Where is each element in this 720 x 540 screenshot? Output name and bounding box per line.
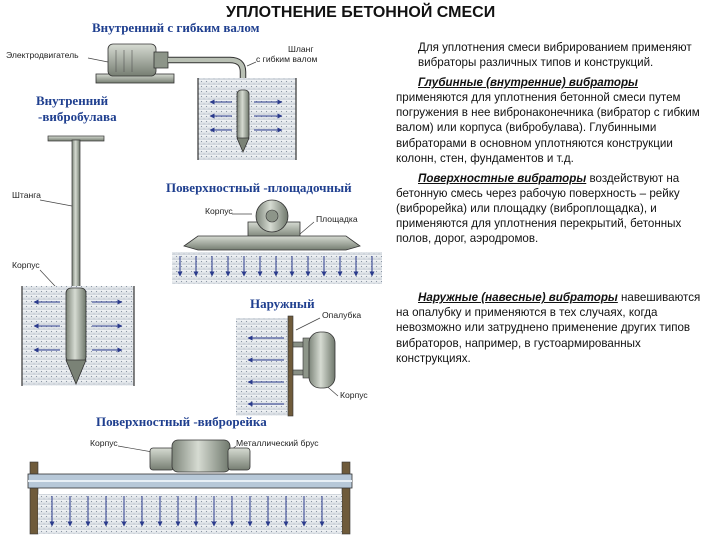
platform-body-label: Корпус [205, 206, 233, 216]
deep-vibrators-body: применяются для уплотнения бетонной смес… [396, 91, 700, 165]
external-vibrators-body: навешиваются на опалубку и применяются в… [396, 291, 701, 365]
metal-bar-label: Металлический брус [236, 438, 319, 448]
flexible-shaft-title: Внутренний с гибким валом [92, 20, 260, 35]
page-title: УПЛОТНЕНИЕ БЕТОННОЙ СМЕСИ [226, 4, 496, 21]
concrete-block-rail [38, 494, 342, 534]
surface-vibrators-paragraph: Поверхностные вибраторы воздействуют на … [396, 171, 712, 246]
formwork-board [287, 315, 294, 417]
rail-title: Поверхностный -виброрейка [96, 414, 267, 429]
concrete-block-external [236, 318, 288, 416]
surface-vibrators-heading: Поверхностные вибраторы [418, 171, 587, 185]
hose-label-2: с гибким валом [256, 54, 318, 64]
arrows-platform [177, 256, 375, 277]
external-body-label: Корпус [340, 390, 368, 400]
arrows-external [247, 335, 284, 407]
vibromace-title-2: -вибробулава [38, 109, 117, 124]
platform-plate-label: Площадка [316, 214, 358, 224]
vibromace-handle [47, 135, 105, 291]
electric-motor [95, 43, 175, 84]
external-vibrator [292, 331, 336, 389]
rod-label: Штанга [12, 190, 41, 200]
vibration-tip [236, 89, 250, 154]
vibrator-diagram: Внутренний с гибким валом Электродвигате… [6, 20, 382, 535]
description-text: Для уплотнения смеси вибрированием приме… [396, 40, 712, 366]
platform-vibrator [183, 199, 361, 251]
vibromace-title-1: Внутренний [36, 93, 109, 108]
concrete-block-platform [172, 252, 382, 284]
rail-body-label: Корпус [90, 438, 118, 448]
rail-left-support [29, 461, 39, 535]
hose-label-1: Шланг [288, 44, 314, 54]
external-title: Наружный [250, 296, 315, 311]
platform-title: Поверхностный -площадочный [166, 180, 352, 195]
deep-vibrators-paragraph: Глубинные (внутренние) вибраторы применя… [396, 75, 712, 166]
vibro-rail [27, 439, 353, 489]
arrows-rail [49, 496, 325, 527]
arrows-mace [33, 299, 123, 353]
vibromace-body [65, 287, 87, 386]
motor-label: Электродвигатель [6, 50, 79, 60]
formwork-label: Опалубка [322, 310, 361, 320]
rail-right-support [341, 461, 351, 535]
deep-vibrators-heading: Глубинные (внутренние) вибраторы [418, 76, 638, 90]
mace-body-label: Корпус [12, 260, 40, 270]
surface-vibrators-body: воздействуют на бетонную смесь через раб… [396, 171, 682, 246]
intro-paragraph: Для уплотнения смеси вибрированием приме… [418, 41, 692, 70]
external-vibrators-paragraph: Наружные (навесные) вибраторы навешивают… [396, 290, 712, 365]
external-vibrators-heading: Наружные (навесные) вибраторы [418, 291, 618, 305]
arrows-flexible [209, 99, 283, 133]
